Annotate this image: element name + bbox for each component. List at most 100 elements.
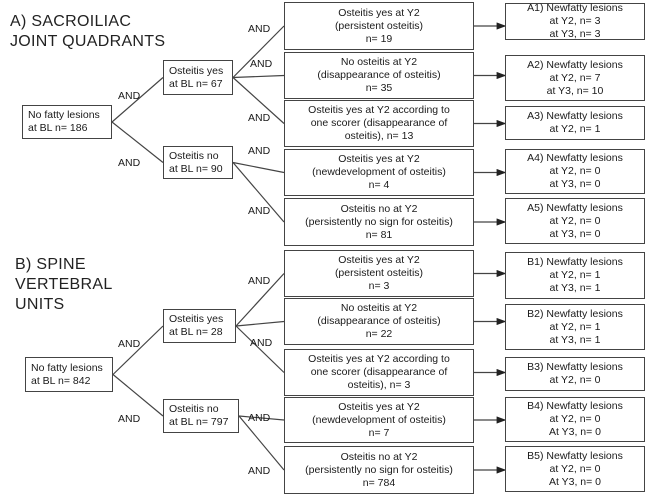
outcome-box-line: at Y2, n= 3 [549,15,601,27]
y2-status-box: Osteitis no at Y2(persistently no sign f… [284,198,474,246]
y2-status-box-line: Osteitis yes at Y2 [338,153,420,165]
and-label: AND [118,90,141,102]
connector-line [232,74,285,79]
outcome-box-line: at Y3, n= 10 [546,84,604,97]
section-title-line: VERTEBRAL [15,276,113,293]
y2-status-box-line: No osteitis at Y2 [340,302,418,314]
y2-status-box-line: (disappearance of osteitis) [317,69,441,81]
connector-line [232,161,285,174]
and-label: AND [248,112,271,124]
section-title: B) SPINE VERTEBRAL UNITS [15,255,113,315]
y2-status-box-line: Osteitis yes at Y2 according to [308,104,450,116]
baseline-osteitis-no-box-line: Osteitis no [169,403,219,415]
outcome-box-line: at Y3, n= 0 [549,178,601,190]
baseline-osteitis-no-box-line: at BL n= 797 [169,416,229,428]
outcome-box-line: at Y2, n= 0 [549,374,601,386]
connector-line [238,415,285,471]
outcome-box-line: A2) Newfatty lesions [527,58,623,71]
outcome-box-line: at Y2, n= 7 [549,71,601,84]
y2-status-box-line: osteitis), n= 3 [347,379,411,391]
outcome-box-line: B3) Newfatty lesions [527,361,623,373]
outcome-box-line: at Y2, n= 1 [549,269,601,281]
y2-status-box-line: (newdevelopment of osteitis) [312,166,446,178]
y2-status-box: Osteitis yes at Y2(persistent osteitis)n… [284,250,474,297]
connector-line [235,325,285,373]
y2-status-box-line: (disappearance of osteitis) [317,315,441,327]
connector-line [112,374,164,417]
y2-status-box-line: one scorer (disappearance of [310,366,448,378]
y2-status-box: Osteitis yes at Y2(persistent osteitis)n… [284,2,474,50]
y2-status-box-line: (persistent osteitis) [334,267,424,279]
and-label: AND [248,205,271,217]
y2-status-box-line: Osteitis yes at Y2 according to [308,353,450,365]
outcome-box-line: B2) Newfatty lesions [527,307,623,320]
y2-status-box-line: n= 19 [365,32,393,45]
connector-line [232,25,285,78]
y2-status-box-line: one scorer (disappearance of [310,117,448,129]
baseline-osteitis-yes-box-line: Osteitis yes [169,64,224,77]
y2-status-box-line: (newdevelopment of osteitis) [312,413,446,426]
and-label: AND [248,275,271,287]
outcome-box-line: at Y2, n= 1 [549,123,601,135]
connector-line [232,77,285,124]
section-title-line: JOINT QUADRANTS [10,33,166,50]
connector-line [238,415,285,421]
baseline-osteitis-yes-box-line: Osteitis yes [169,313,224,325]
y2-status-box-line: Osteitis no at Y2 [340,450,418,463]
baseline-osteitis-no-box-line: at BL n= 90 [169,162,223,175]
outcome-box-line: B5) Newfatty lesions [527,449,623,462]
y2-status-box-line: Osteitis no at Y2 [340,202,418,215]
outcome-box-line: at Y2, n= 0 [549,214,601,227]
section-title-line: B) SPINE [15,256,86,273]
and-label: AND [248,412,271,424]
root-box-line: at BL n= 842 [31,374,91,387]
section-title-line: UNITS [15,296,65,313]
connector-line [111,121,164,163]
outcome-box-line: At Y3, n= 0 [548,426,602,438]
connector-line [235,273,285,327]
connector-line [112,325,164,375]
outcome-box-line: at Y2, n= 0 [549,165,601,177]
y2-status-box-line: n= 81 [365,228,393,241]
and-label: AND [118,338,141,350]
and-label: AND [118,413,141,425]
y2-status-box-line: osteitis), n= 13 [344,130,414,142]
root-box-line: No fatty lesions [28,109,100,121]
outcome-box-line: B4) Newfatty lesions [527,400,623,412]
y2-status-box-line: n= 22 [365,328,393,340]
y2-status-box-line: Osteitis yes at Y2 [338,254,420,266]
outcome-box-line: at Y2, n= 0 [549,462,601,475]
outcome-box-line: A5) Newfatty lesions [527,201,623,214]
y2-status-box-line: n= 4 [368,179,390,191]
baseline-osteitis-no-box-line: Osteitis no [169,149,219,162]
connector-line [235,320,285,327]
outcome-box-line: at Y2, n= 0 [549,413,601,425]
y2-status-box-line: n= 784 [362,476,396,489]
and-label: AND [248,145,271,157]
y2-status-box-line: n= 35 [365,82,393,94]
y2-status-box-line: (persistent osteitis) [334,19,424,32]
baseline-osteitis-yes-box-line: at BL n= 67 [169,77,223,90]
outcome-box-line: At Y3, n= 0 [548,475,602,488]
y2-status-box: Osteitis yes at Y2(newdevelopment of ost… [284,397,474,443]
outcome-box-line: A1) Newfatty lesions [527,2,623,14]
and-label: AND [248,465,271,477]
outcome-box-line: at Y3, n= 3 [549,28,601,40]
root-box-line: at BL n= 186 [28,122,88,134]
